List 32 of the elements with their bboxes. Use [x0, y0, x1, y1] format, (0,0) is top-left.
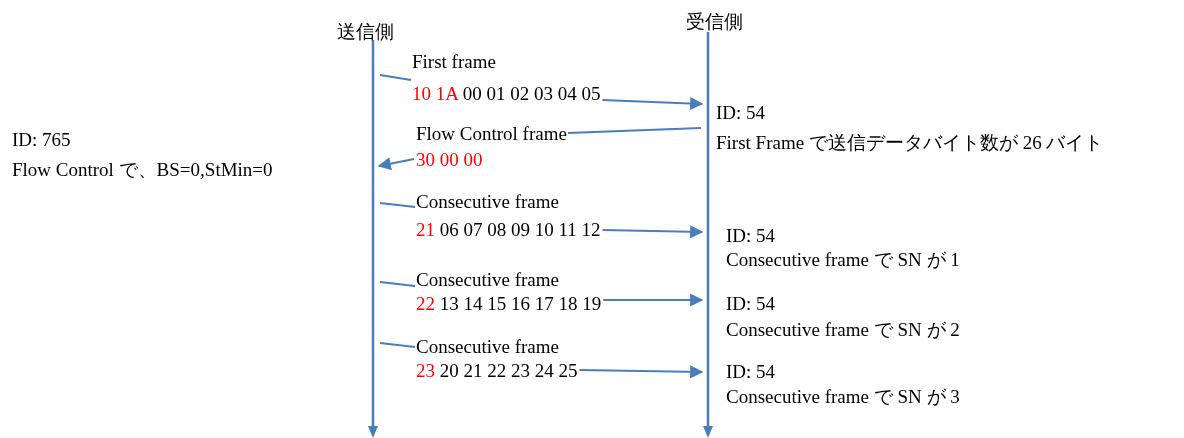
frame-bytes: 30 00 00	[416, 148, 484, 172]
arrow	[377, 157, 415, 171]
lifeline-label: 送信側	[337, 20, 394, 44]
arrow	[579, 365, 704, 379]
annotation-text: Consecutive frame で SN が 3	[726, 385, 960, 409]
annotation-text: ID: 765	[12, 128, 71, 152]
connector-line	[567, 126, 702, 135]
arrow	[602, 225, 704, 239]
connector-line	[379, 341, 416, 349]
arrow	[603, 293, 704, 307]
frame-title: Consecutive frame	[416, 268, 560, 292]
frame-title: Consecutive frame	[416, 190, 560, 214]
frame-title: Flow Control frame	[416, 122, 567, 146]
connector-line	[379, 280, 416, 288]
annotation-text: ID: 54	[716, 101, 766, 125]
annotation-text: Flow Control で、BS=0,StMin=0	[12, 158, 273, 182]
frame-bytes: 21 06 07 08 09 10 11 12	[416, 218, 601, 242]
frame-title: First frame	[412, 50, 497, 74]
connector-line	[379, 73, 412, 82]
frame-title: Consecutive frame	[416, 335, 560, 359]
annotation-text: Consecutive frame で SN が 2	[726, 318, 960, 342]
frame-bytes: 23 20 21 22 23 24 25	[416, 359, 578, 383]
annotation-text: ID: 54	[726, 224, 776, 248]
annotation-text: ID: 54	[726, 292, 776, 316]
lifeline-label: 受信側	[686, 10, 743, 34]
arrow	[602, 96, 704, 111]
connector-line	[379, 201, 416, 209]
frame-bytes: 22 13 14 15 16 17 18 19	[416, 292, 602, 316]
annotation-text: ID: 54	[726, 360, 776, 384]
annotation-text: Consecutive frame で SN が 1	[726, 248, 960, 272]
frame-bytes: 10 1A 00 01 02 03 04 05	[412, 82, 601, 106]
annotation-text: First Frame で送信データバイト数が 26 バイト	[716, 131, 1104, 155]
